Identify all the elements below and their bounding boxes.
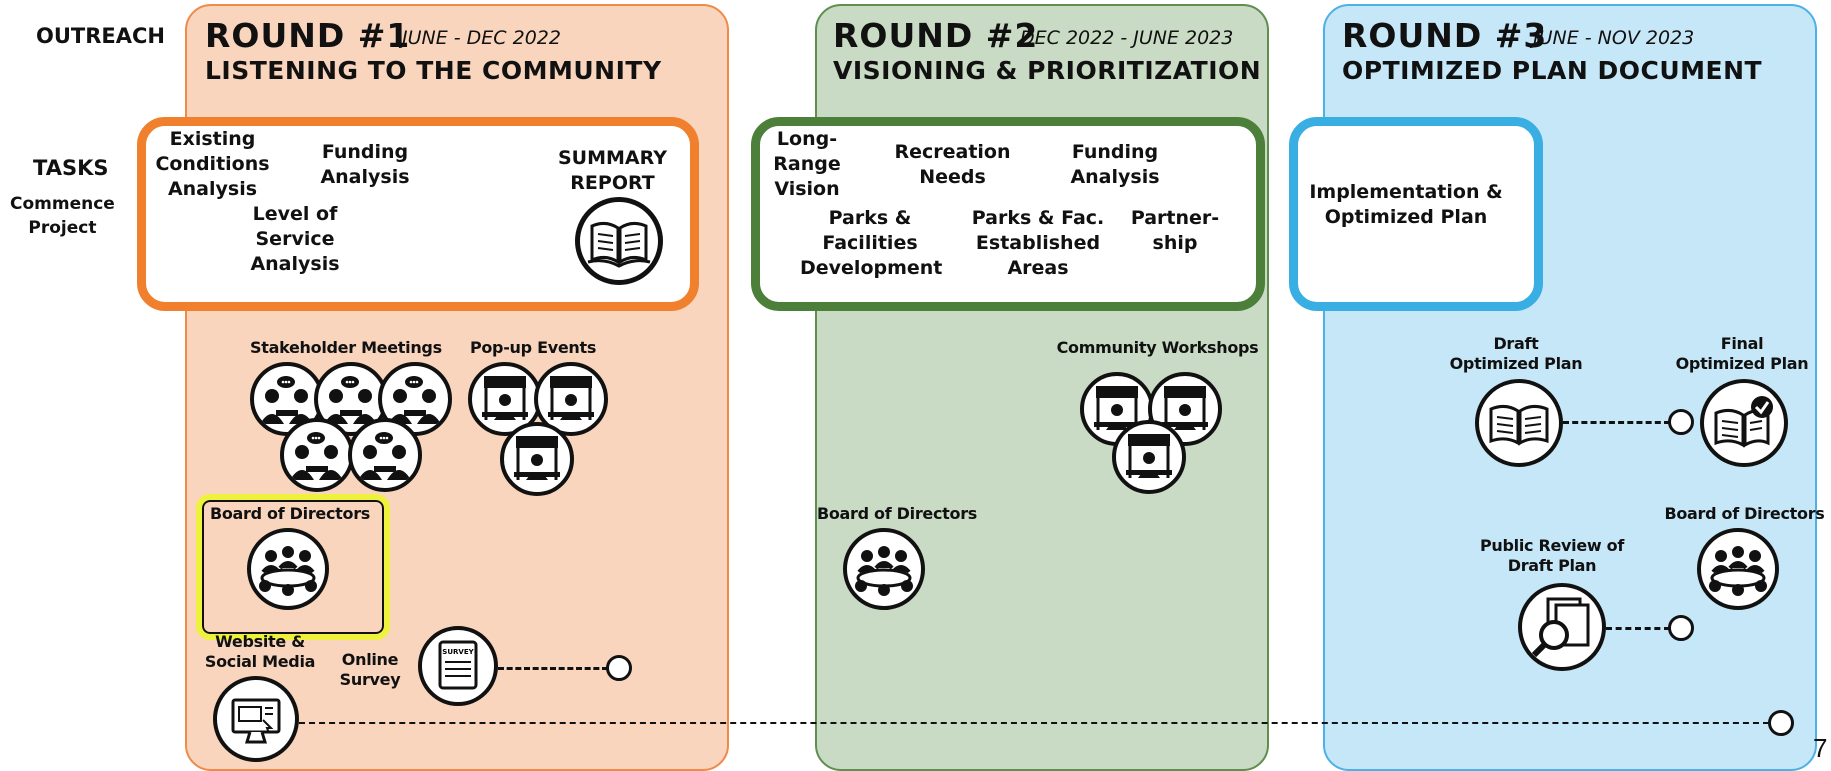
board-of-directors-label-2: Board of Directors bbox=[816, 504, 978, 523]
stakeholder-meeting-icon-4 bbox=[280, 418, 354, 492]
community-workshop-icon-3 bbox=[1112, 420, 1186, 494]
round-2-tasks-box bbox=[751, 117, 1265, 311]
task-partnership: Partner-ship bbox=[1130, 207, 1220, 254]
board-of-directors-label-1: Board of Directors bbox=[209, 504, 371, 523]
round-3-dates: JUNE - NOV 2023 bbox=[1533, 27, 1695, 49]
round-2-title: ROUND #2 bbox=[833, 16, 1039, 55]
page-number: 7 bbox=[1813, 733, 1828, 763]
public-review-magnifier-icon bbox=[1518, 583, 1606, 671]
summary-report-book-icon bbox=[575, 197, 663, 285]
board-highlight bbox=[196, 494, 390, 640]
final-plan-book-icon bbox=[1700, 379, 1788, 467]
round-3-subtitle: OPTIMIZED PLAN DOCUMENT bbox=[1342, 56, 1763, 85]
round-2-dates: DEC 2022 - JUNE 2023 bbox=[1020, 27, 1234, 49]
outreach-label: OUTREACH bbox=[36, 24, 165, 48]
board-of-directors-label-3: Board of Directors bbox=[1664, 504, 1825, 523]
round-3-tasks-box bbox=[1289, 117, 1543, 311]
survey-connector bbox=[498, 667, 608, 670]
task-implementation-optimized-plan: Implementation &Optimized Plan bbox=[1309, 181, 1503, 228]
community-workshops-label: Community Workshops bbox=[1056, 338, 1259, 357]
board-of-directors-icon-2 bbox=[843, 528, 925, 610]
draft-plan-node bbox=[1668, 409, 1694, 435]
public-review-node bbox=[1668, 615, 1694, 641]
draft-to-final-connector bbox=[1563, 421, 1670, 424]
svg-text:SURVEY: SURVEY bbox=[442, 648, 474, 656]
draft-plan-book-icon bbox=[1475, 379, 1563, 467]
round-1-dates: JUNE - DEC 2022 bbox=[402, 27, 561, 49]
round-2-subtitle: VISIONING & PRIORITIZATION bbox=[833, 56, 1262, 85]
board-of-directors-icon-3 bbox=[1697, 528, 1779, 610]
board-of-directors-icon-1 bbox=[247, 528, 329, 610]
round-1-subtitle: LISTENING TO THE COMMUNITY bbox=[205, 56, 662, 85]
website-timeline-end-node bbox=[1768, 710, 1794, 736]
website-timeline-connector bbox=[299, 722, 1769, 724]
survey-end-node bbox=[606, 655, 632, 681]
stakeholder-meetings-label: Stakeholder Meetings bbox=[250, 338, 442, 357]
public-review-connector bbox=[1606, 627, 1670, 630]
round-3-title: ROUND #3 bbox=[1342, 16, 1548, 55]
round-1-title: ROUND #1 bbox=[205, 16, 411, 55]
survey-icon: SURVEY bbox=[418, 626, 498, 706]
stakeholder-meeting-icon-5 bbox=[348, 418, 422, 492]
website-social-media-label: Website &Social Media bbox=[204, 632, 316, 671]
tasks-label: TASKS bbox=[33, 156, 109, 180]
website-computer-icon bbox=[213, 676, 299, 762]
popup-events-label: Pop-up Events bbox=[469, 338, 597, 357]
popup-event-icon-3 bbox=[500, 422, 574, 496]
